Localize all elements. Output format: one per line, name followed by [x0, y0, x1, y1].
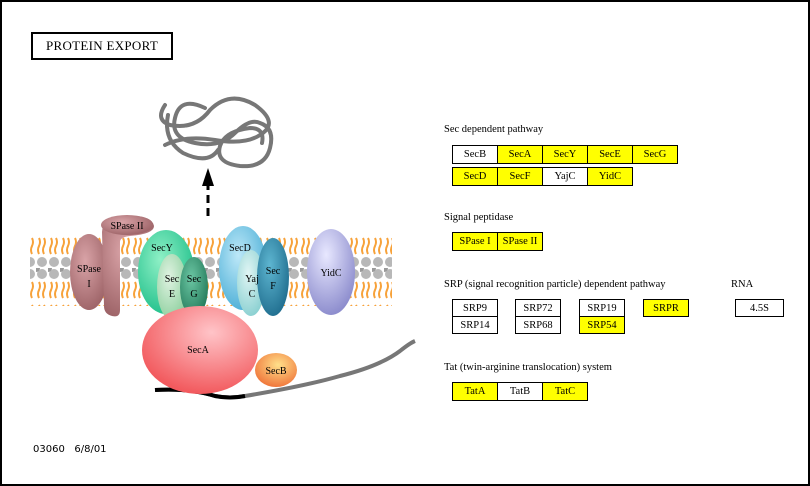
gene-box-4-5s[interactable]: 4.5S	[735, 299, 784, 317]
gene-box-seca[interactable]: SecA	[497, 145, 543, 164]
secf-label: Sec F	[265, 266, 281, 292]
gene-box-yajc[interactable]: YajC	[542, 167, 588, 186]
yidc-protein	[307, 229, 355, 315]
gene-box-secg[interactable]: SecG	[632, 145, 678, 164]
gene-box-srp19[interactable]: SRP19	[579, 299, 625, 317]
map-date: 6/8/01	[74, 444, 107, 455]
seca-label: SecA	[187, 345, 209, 356]
gene-box-srp14[interactable]: SRP14	[452, 316, 498, 334]
gene-box-srpr[interactable]: SRPR	[643, 299, 689, 317]
secg-label: Sec G	[186, 274, 202, 300]
spase1-protein	[70, 234, 108, 310]
yidc-label: YidC	[320, 268, 342, 279]
tat-system-label: Tat (twin-arginine translocation) system	[444, 362, 612, 373]
secg-protein	[180, 257, 208, 317]
sece-label: Sec E	[164, 274, 180, 300]
spase2-protein	[102, 215, 154, 317]
gene-box-srp9[interactable]: SRP9	[452, 299, 498, 317]
gene-box-tatc[interactable]: TatC	[542, 382, 588, 401]
rna-label: RNA	[731, 279, 754, 290]
spase1-label: SPase I	[77, 264, 101, 290]
secd-label: SecD	[229, 243, 251, 254]
gene-box-spase-i[interactable]: SPase I	[452, 232, 498, 251]
spase2-label: SPase II	[110, 221, 144, 232]
secb-label: SecB	[265, 366, 287, 377]
secf-protein	[257, 238, 289, 316]
folded-protein-icon	[159, 96, 274, 169]
sec-pathway-label: Sec dependent pathway	[444, 124, 544, 135]
map-footer: 03060 6/8/01	[33, 444, 107, 455]
seca-protein	[142, 306, 258, 394]
gene-box-secf[interactable]: SecF	[497, 167, 543, 186]
srp-pathway-label: SRP (signal recognition particle) depend…	[444, 279, 666, 290]
gene-box-tata[interactable]: TatA	[452, 382, 498, 401]
gene-box-secd[interactable]: SecD	[452, 167, 498, 186]
gene-box-srp72[interactable]: SRP72	[515, 299, 561, 317]
sece-protein	[157, 254, 187, 320]
spase-label: Signal peptidase	[444, 212, 514, 223]
gene-box-srp68[interactable]: SRP68	[515, 316, 561, 334]
secy-label: SecY	[151, 243, 173, 254]
gene-box-secb[interactable]: SecB	[452, 145, 498, 164]
yajc-label: Yaj C	[245, 274, 259, 300]
secb-protein	[255, 353, 297, 387]
gene-box-tatb[interactable]: TatB	[497, 382, 543, 401]
gene-box-yidc[interactable]: YidC	[587, 167, 633, 186]
gene-box-sece[interactable]: SecE	[587, 145, 633, 164]
pathway-title: PROTEIN EXPORT	[31, 32, 173, 60]
gene-box-secy[interactable]: SecY	[542, 145, 588, 164]
map-id: 03060	[33, 444, 65, 455]
gene-box-srp54[interactable]: SRP54	[579, 316, 625, 334]
export-arrow-icon	[202, 168, 214, 216]
gene-box-spase-ii[interactable]: SPase II	[497, 232, 543, 251]
